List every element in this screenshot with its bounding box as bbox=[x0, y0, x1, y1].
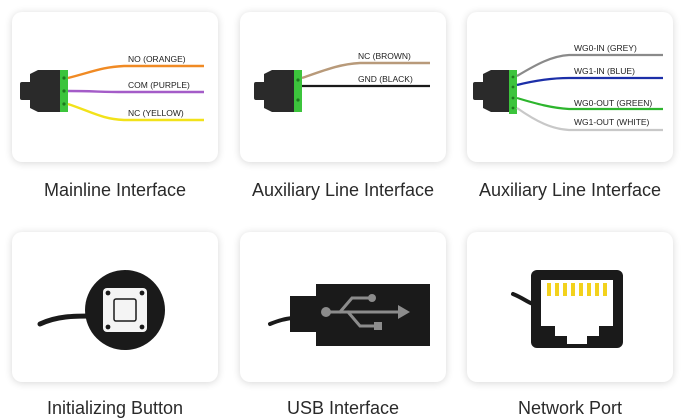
wire-label-nc: NC (YELLOW) bbox=[128, 108, 184, 118]
caption-auxiliary-line-interface-1: Auxiliary Line Interface bbox=[251, 180, 435, 200]
card-mainline-interface: NO (ORANGE) COM (PURPLE) NC (YELLOW) bbox=[12, 12, 218, 162]
auxiliary-connector-diagram-1: NC (BROWN) GND (BLACK) bbox=[254, 51, 430, 112]
push-button-icon bbox=[37, 270, 165, 350]
connector-plug-icon bbox=[473, 70, 517, 114]
wire-white bbox=[516, 107, 663, 132]
auxiliary-connector-diagram-2: WG0-IN (GREY) WG1-IN (BLUE) WG0-OUT (GRE… bbox=[473, 43, 663, 132]
card-auxiliary-line-interface-2: WG0-IN (GREY) WG1-IN (BLUE) WG0-OUT (GRE… bbox=[467, 12, 673, 162]
wire-label-com: COM (PURPLE) bbox=[128, 80, 190, 90]
caption-auxiliary-line-interface-2: Auxiliary Line Interface bbox=[478, 180, 662, 200]
card-network-port bbox=[467, 232, 673, 382]
wire-label-no: NO (ORANGE) bbox=[128, 54, 186, 64]
wire-label-wg1-in: WG1-IN (BLUE) bbox=[574, 66, 635, 76]
usb-icon bbox=[268, 284, 430, 346]
wire-brown bbox=[301, 61, 430, 80]
wire-blue bbox=[516, 76, 663, 87]
caption-initializing-button: Initializing Button bbox=[46, 398, 184, 418]
rj45-port-icon bbox=[511, 270, 623, 348]
wire-label-nc: NC (BROWN) bbox=[358, 51, 411, 61]
wire-orange bbox=[67, 64, 204, 80]
caption-usb-interface: USB Interface bbox=[286, 398, 400, 418]
wire-green bbox=[516, 96, 663, 111]
wire-grey bbox=[516, 53, 663, 77]
card-auxiliary-line-interface-1: NC (BROWN) GND (BLACK) bbox=[240, 12, 446, 162]
connector-plug-icon bbox=[20, 70, 68, 112]
card-usb-interface bbox=[240, 232, 446, 382]
caption-mainline-interface: Mainline Interface bbox=[43, 180, 187, 200]
caption-network-port: Network Port bbox=[517, 398, 623, 418]
wire-label-gnd: GND (BLACK) bbox=[358, 74, 413, 84]
mainline-connector-diagram: NO (ORANGE) COM (PURPLE) NC (YELLOW) bbox=[20, 54, 204, 122]
wire-label-wg0-in: WG0-IN (GREY) bbox=[574, 43, 637, 53]
wire-label-wg1-out: WG1-OUT (WHITE) bbox=[574, 117, 650, 127]
connector-plug-icon bbox=[254, 70, 302, 112]
wire-label-wg0-out: WG0-OUT (GREEN) bbox=[574, 98, 652, 108]
wire-yellow bbox=[67, 102, 204, 122]
wire-purple bbox=[67, 89, 204, 94]
card-initializing-button bbox=[12, 232, 218, 382]
